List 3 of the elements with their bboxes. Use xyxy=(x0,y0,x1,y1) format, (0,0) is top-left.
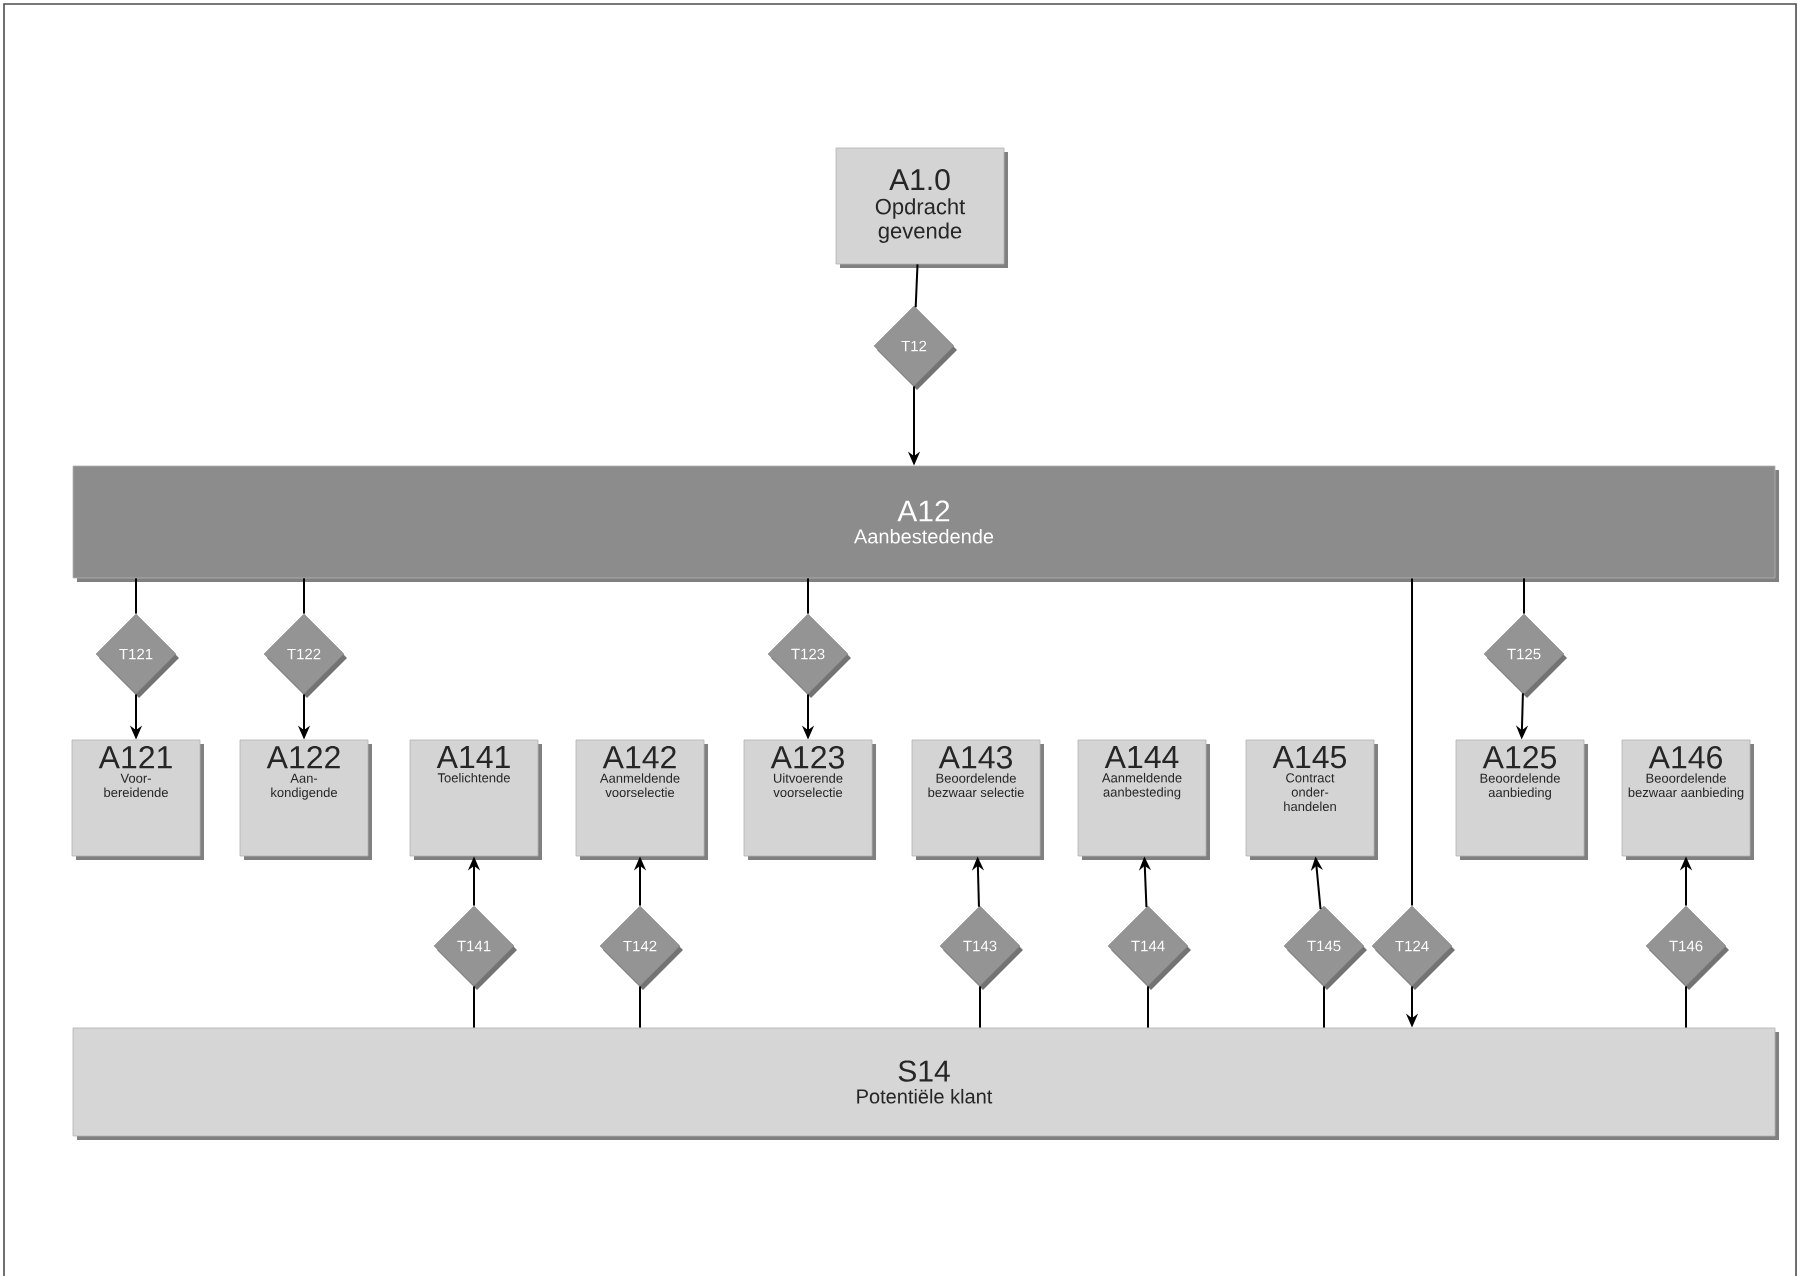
process-box: A1.0 Opdracht gevende xyxy=(835,147,1008,268)
actor-band: S14 Potentiële klant xyxy=(72,1027,1779,1140)
actor-band: A12 Aanbestedende xyxy=(72,465,1779,582)
